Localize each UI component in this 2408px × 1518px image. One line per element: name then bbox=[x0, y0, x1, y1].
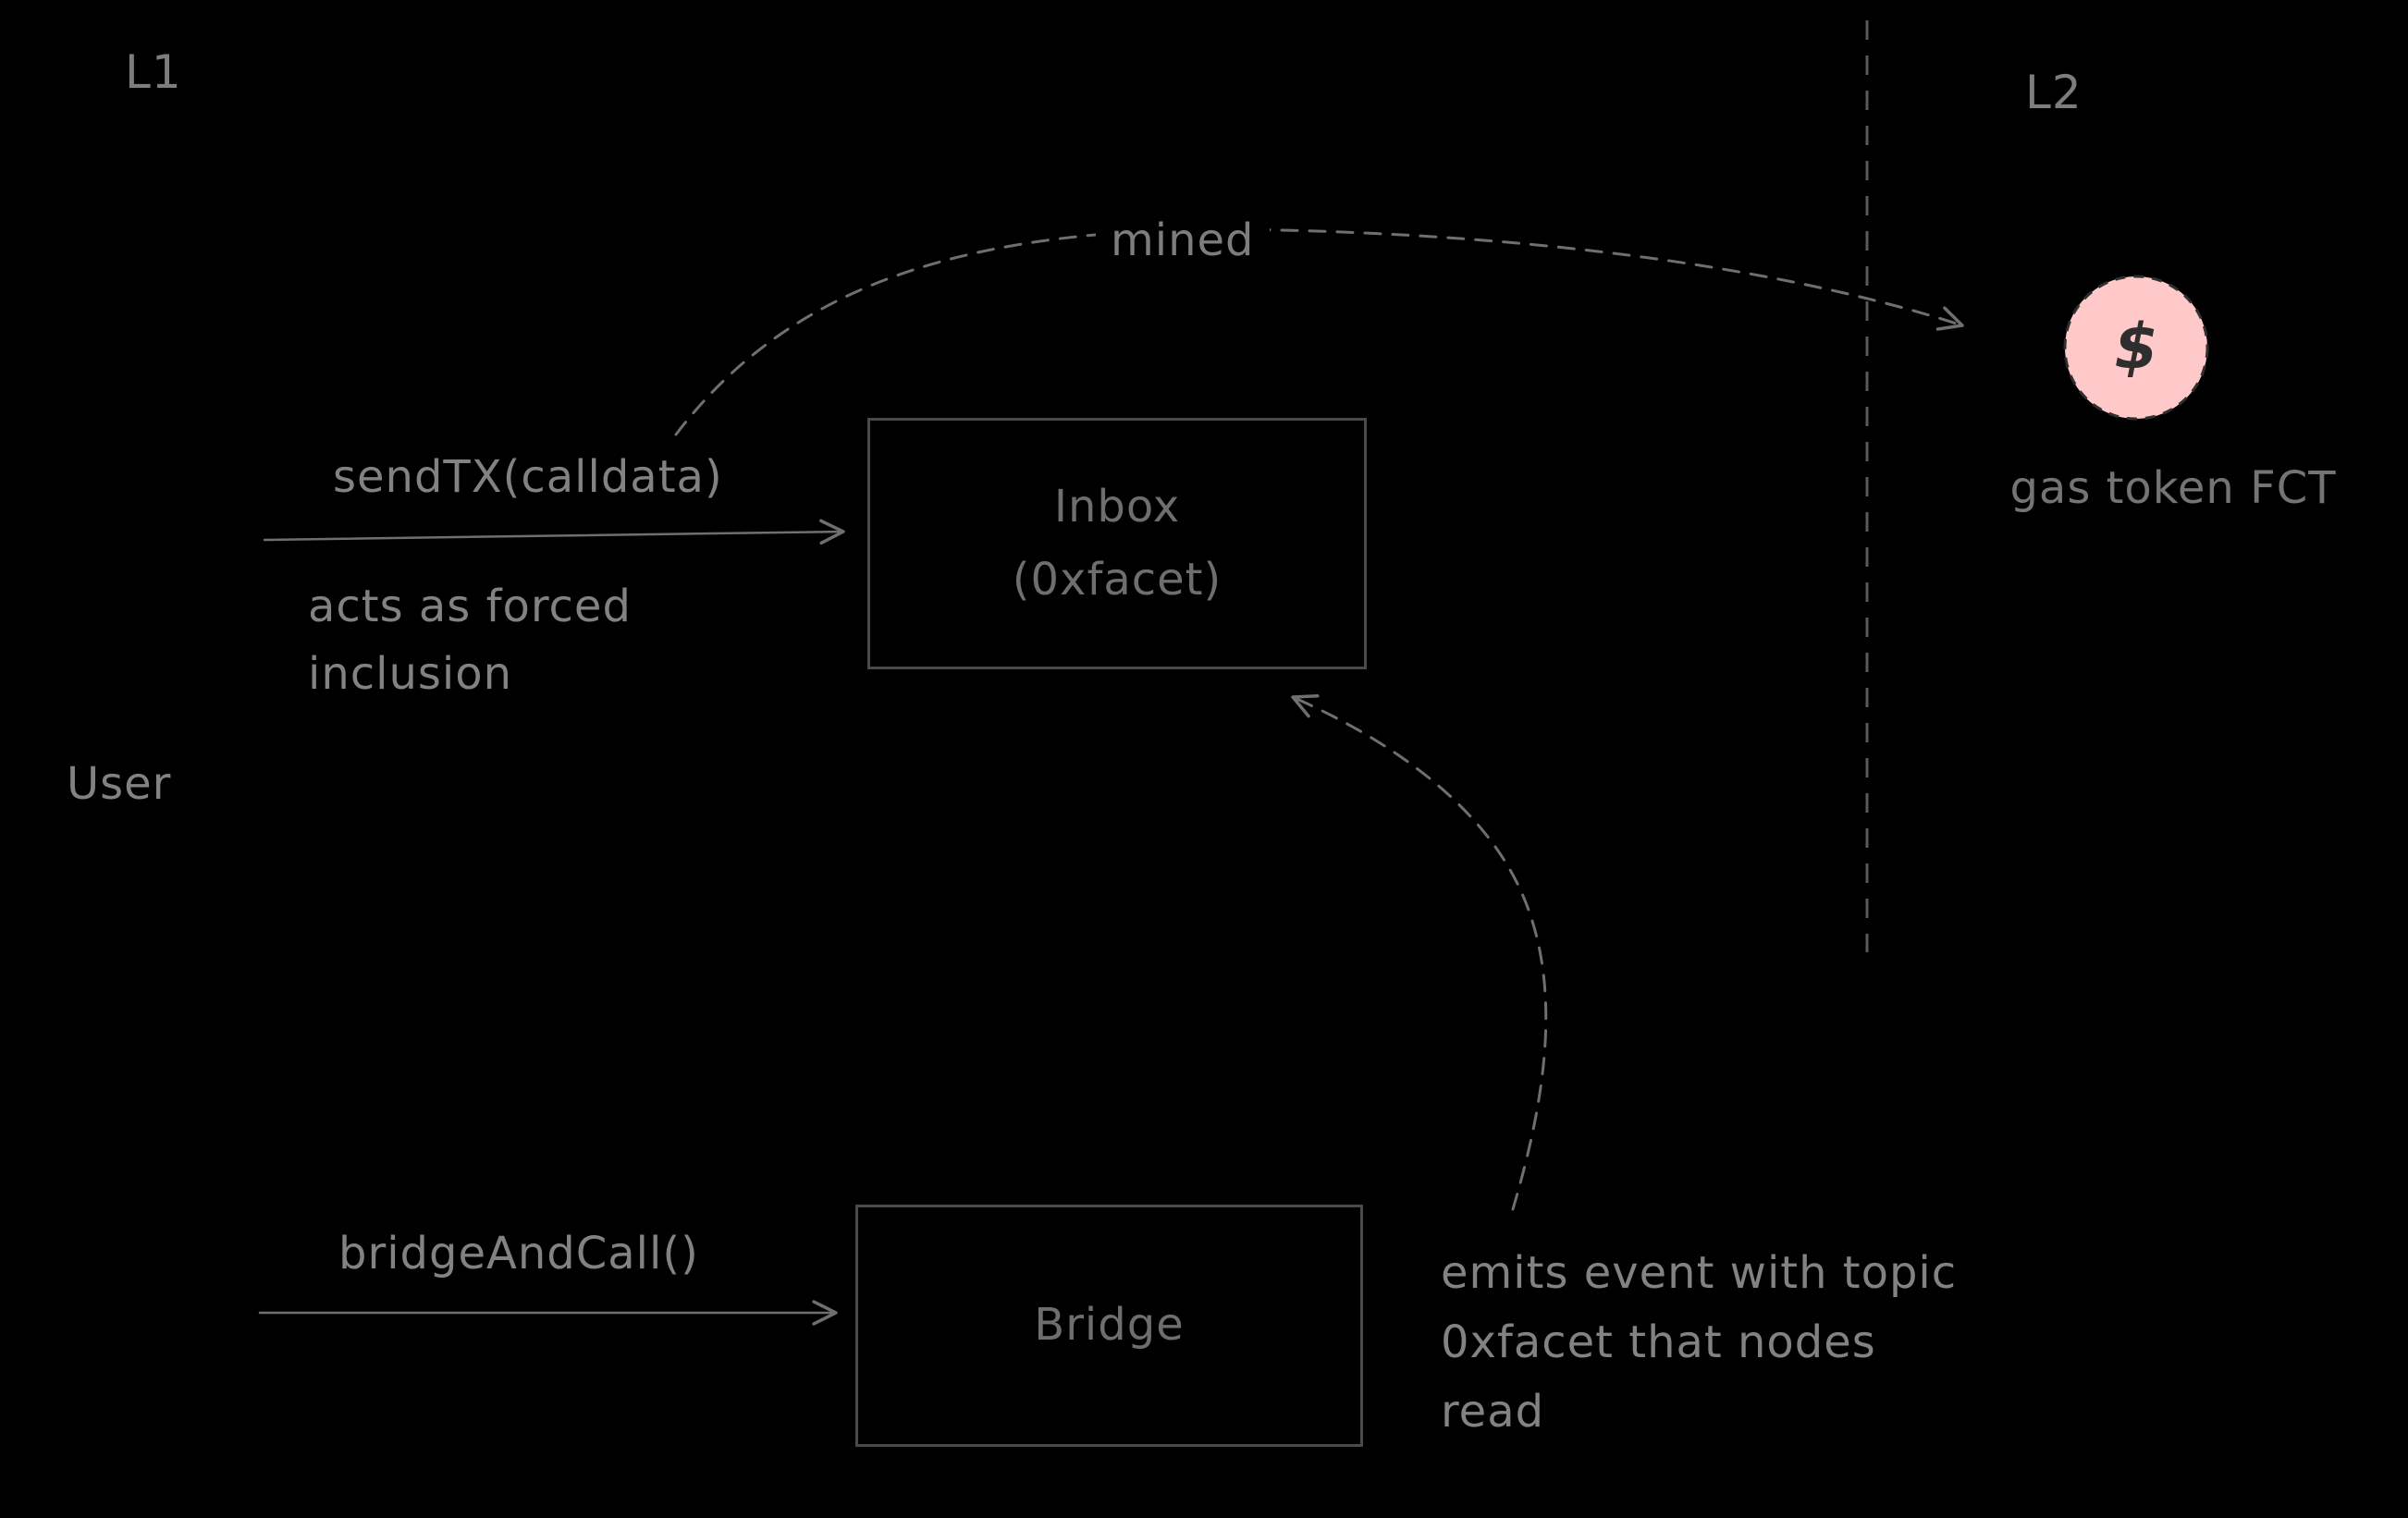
emits-event-arrow bbox=[1291, 693, 1548, 1211]
inbox-node: Inbox (0xfacet) bbox=[867, 418, 1367, 669]
mined-arrow bbox=[674, 227, 1964, 436]
fct-token-circle bbox=[2063, 275, 2209, 421]
bridge-node: Bridge bbox=[855, 1205, 1363, 1447]
region-label-l1: L1 bbox=[125, 45, 182, 99]
region-label-l2: L2 bbox=[2025, 66, 2082, 119]
actor-user-label: User bbox=[67, 758, 172, 810]
bridgeandcall-arrow-label: bridgeAndCall() bbox=[338, 1228, 699, 1279]
forced-inclusion-note: acts as forced inclusion bbox=[308, 581, 632, 700]
emits-event-note: emits event with topic 0xfacet that node… bbox=[1441, 1247, 1958, 1438]
sendtx-arrow bbox=[263, 519, 845, 545]
gas-token-caption: gas token FCT bbox=[2009, 462, 2337, 514]
mined-arrow-label: mined bbox=[1096, 205, 1270, 276]
sendtx-arrow-label: sendTX(calldata) bbox=[333, 451, 723, 503]
dollar-sign-icon: $ bbox=[2114, 310, 2158, 384]
